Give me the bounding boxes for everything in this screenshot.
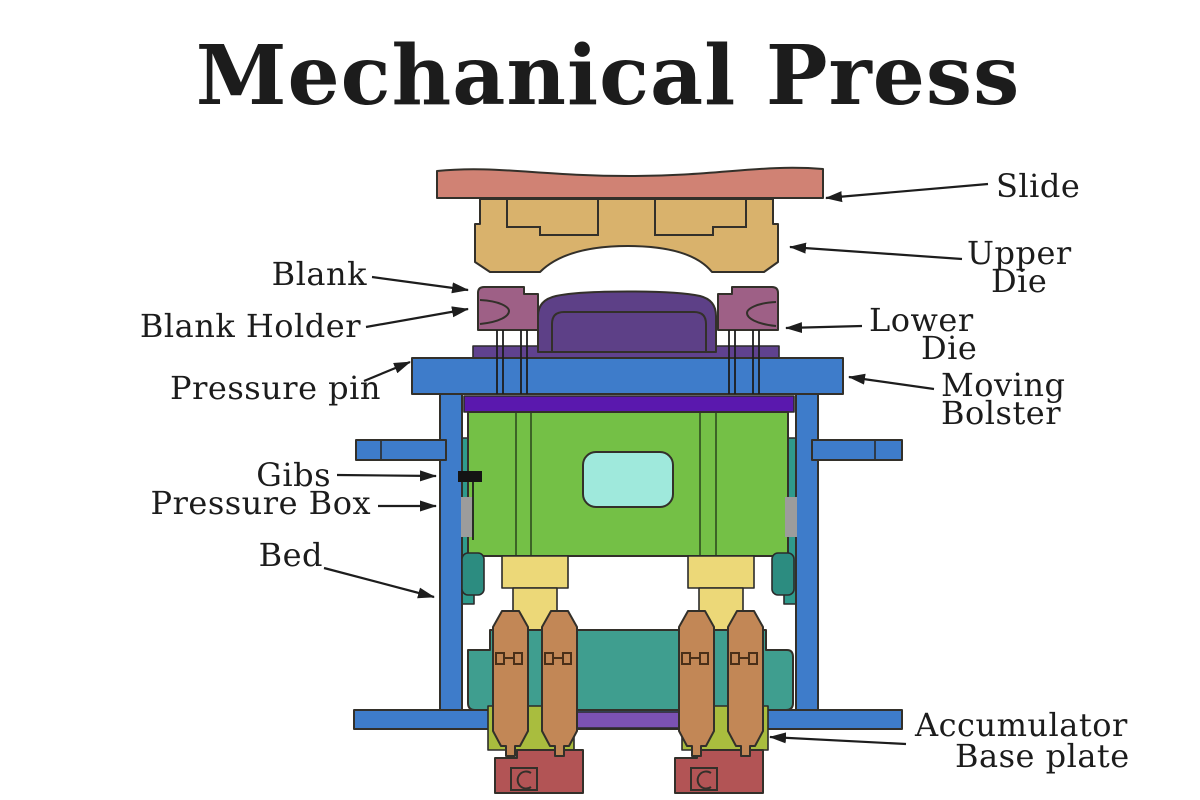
accumulator-cylinder (727, 610, 764, 757)
bed-flange-right (811, 439, 903, 461)
gib-part (458, 471, 482, 482)
base-plate-hole-left (516, 770, 532, 790)
guide-foot-left (461, 552, 485, 596)
label-bed: Bed (259, 536, 323, 574)
label-accumulator-line1: Accumulator (914, 706, 1128, 744)
label-lower-die-line2: Die (921, 329, 977, 367)
lower-die-cavity-line (551, 311, 707, 352)
cylinder-couplings (495, 652, 758, 665)
guide-foot-right (771, 552, 795, 596)
callout-arrows (323, 182, 989, 746)
piston-block-right (687, 555, 755, 589)
label-blank: Blank (272, 255, 367, 293)
arrow-upper-die (789, 242, 963, 261)
pressure-pins (496, 330, 760, 394)
piston-block-left (501, 555, 569, 589)
label-upper-die-line2: Die (991, 262, 1047, 300)
arrow-accumulator (769, 732, 907, 746)
label-lower-die-line1: Lower (869, 301, 974, 339)
arrow-blank (371, 275, 469, 294)
arrow-slide (825, 182, 989, 203)
arrow-moving-bolster (848, 373, 935, 391)
label-slide: Slide (996, 167, 1080, 205)
pressure-box-window (582, 451, 674, 508)
arrow-pressure-pin (363, 360, 411, 383)
violet-bar (463, 395, 795, 413)
label-upper-die-line1: Upper (967, 234, 1072, 272)
moving-bolster-part (411, 357, 844, 395)
blank-sheet-right (745, 301, 777, 327)
wear-pad-right (785, 497, 797, 537)
accumulator-cylinder (492, 610, 529, 757)
upper-die-step-line-right (654, 199, 747, 236)
arrow-blank-holder (365, 306, 469, 329)
blank-sheet-left (479, 299, 511, 325)
diagram-title: Mechanical Press (196, 28, 1021, 124)
lower-die-part (537, 290, 717, 353)
wear-pad-left (461, 497, 473, 537)
upper-die-step-line-left (506, 199, 599, 236)
accumulator-cylinder (541, 610, 578, 757)
base-plate-hole-right (696, 770, 712, 790)
label-accumulator-line2: Base plate (955, 737, 1130, 775)
base-plate-boss-left (510, 767, 538, 791)
label-blank-holder: Blank Holder (140, 307, 361, 345)
slide-part (436, 166, 824, 199)
label-gibs: Gibs (256, 456, 331, 494)
upper-die-part (474, 198, 779, 273)
arrow-gibs (336, 470, 437, 482)
label-pressure-box: Pressure Box (151, 484, 371, 522)
label-moving-bolster-line1: Moving (941, 366, 1065, 404)
callout-labels: Blank Blank Holder Pressure pin Gibs Pre… (140, 167, 1130, 775)
arrow-lower-die (785, 322, 863, 334)
arrow-bed (323, 566, 435, 599)
blank-holder-right-part (717, 286, 779, 331)
accumulator-cylinder (678, 610, 715, 757)
accumulator-cylinders (492, 610, 764, 757)
base-plate-boss-right (690, 767, 718, 791)
bed-flange-left (355, 439, 447, 461)
label-pressure-pin: Pressure pin (170, 369, 381, 407)
label-moving-bolster-line2: Bolster (941, 394, 1061, 432)
